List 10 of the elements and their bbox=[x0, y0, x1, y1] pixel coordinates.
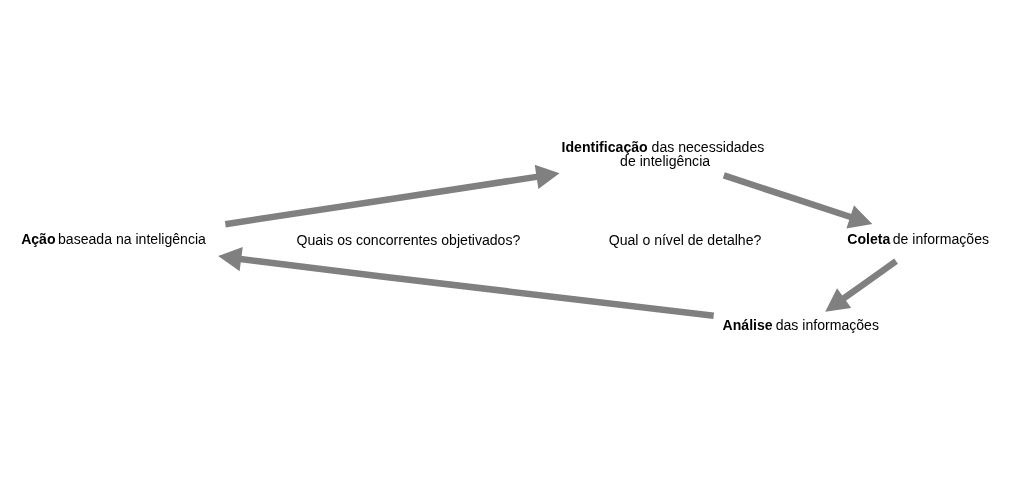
arrow bbox=[825, 257, 898, 312]
node-text: Ação baseada na inteligência bbox=[21, 230, 206, 247]
label: Qual o nível de detalhe? bbox=[608, 231, 762, 248]
arrow bbox=[224, 164, 560, 227]
node-text: Identificação das necessidades de inteligência bbox=[561, 138, 765, 169]
label: Quais os concorrentes objetivados? bbox=[296, 231, 521, 248]
node-text: Coleta de informações bbox=[847, 230, 990, 247]
node-text: Análise das informações bbox=[722, 316, 879, 333]
arrow bbox=[722, 171, 873, 228]
arrow bbox=[218, 246, 715, 319]
